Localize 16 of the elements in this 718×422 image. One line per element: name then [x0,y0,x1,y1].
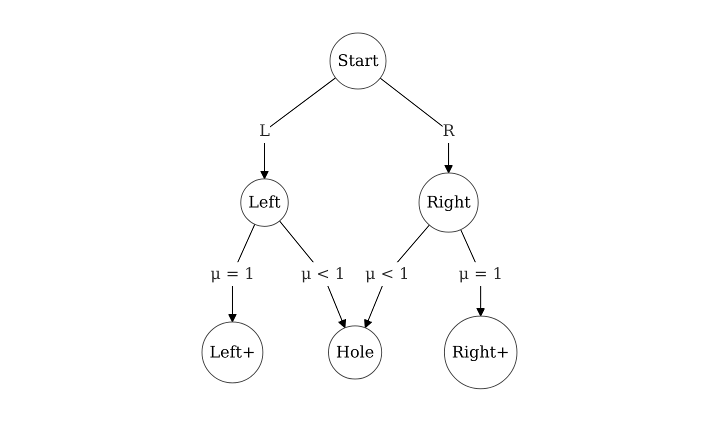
edge-label: μ = 1 [210,264,254,284]
arrow [379,78,453,174]
node-circle: Left [240,178,288,227]
node-circle: Start [329,32,386,90]
node-circle: Right [418,172,478,233]
node-circle: Hole [328,325,382,380]
edge-label: L [258,121,270,140]
node-circle: Left+ [201,322,263,384]
node-circle: Right+ [443,316,517,390]
edge-label: μ < 1 [364,264,409,284]
arrow [364,224,430,328]
edge-label: R [442,121,454,140]
edge-label: μ < 1 [300,264,345,284]
edge-label: μ = 1 [458,264,502,284]
arrow [278,220,346,328]
arrow [260,77,336,180]
